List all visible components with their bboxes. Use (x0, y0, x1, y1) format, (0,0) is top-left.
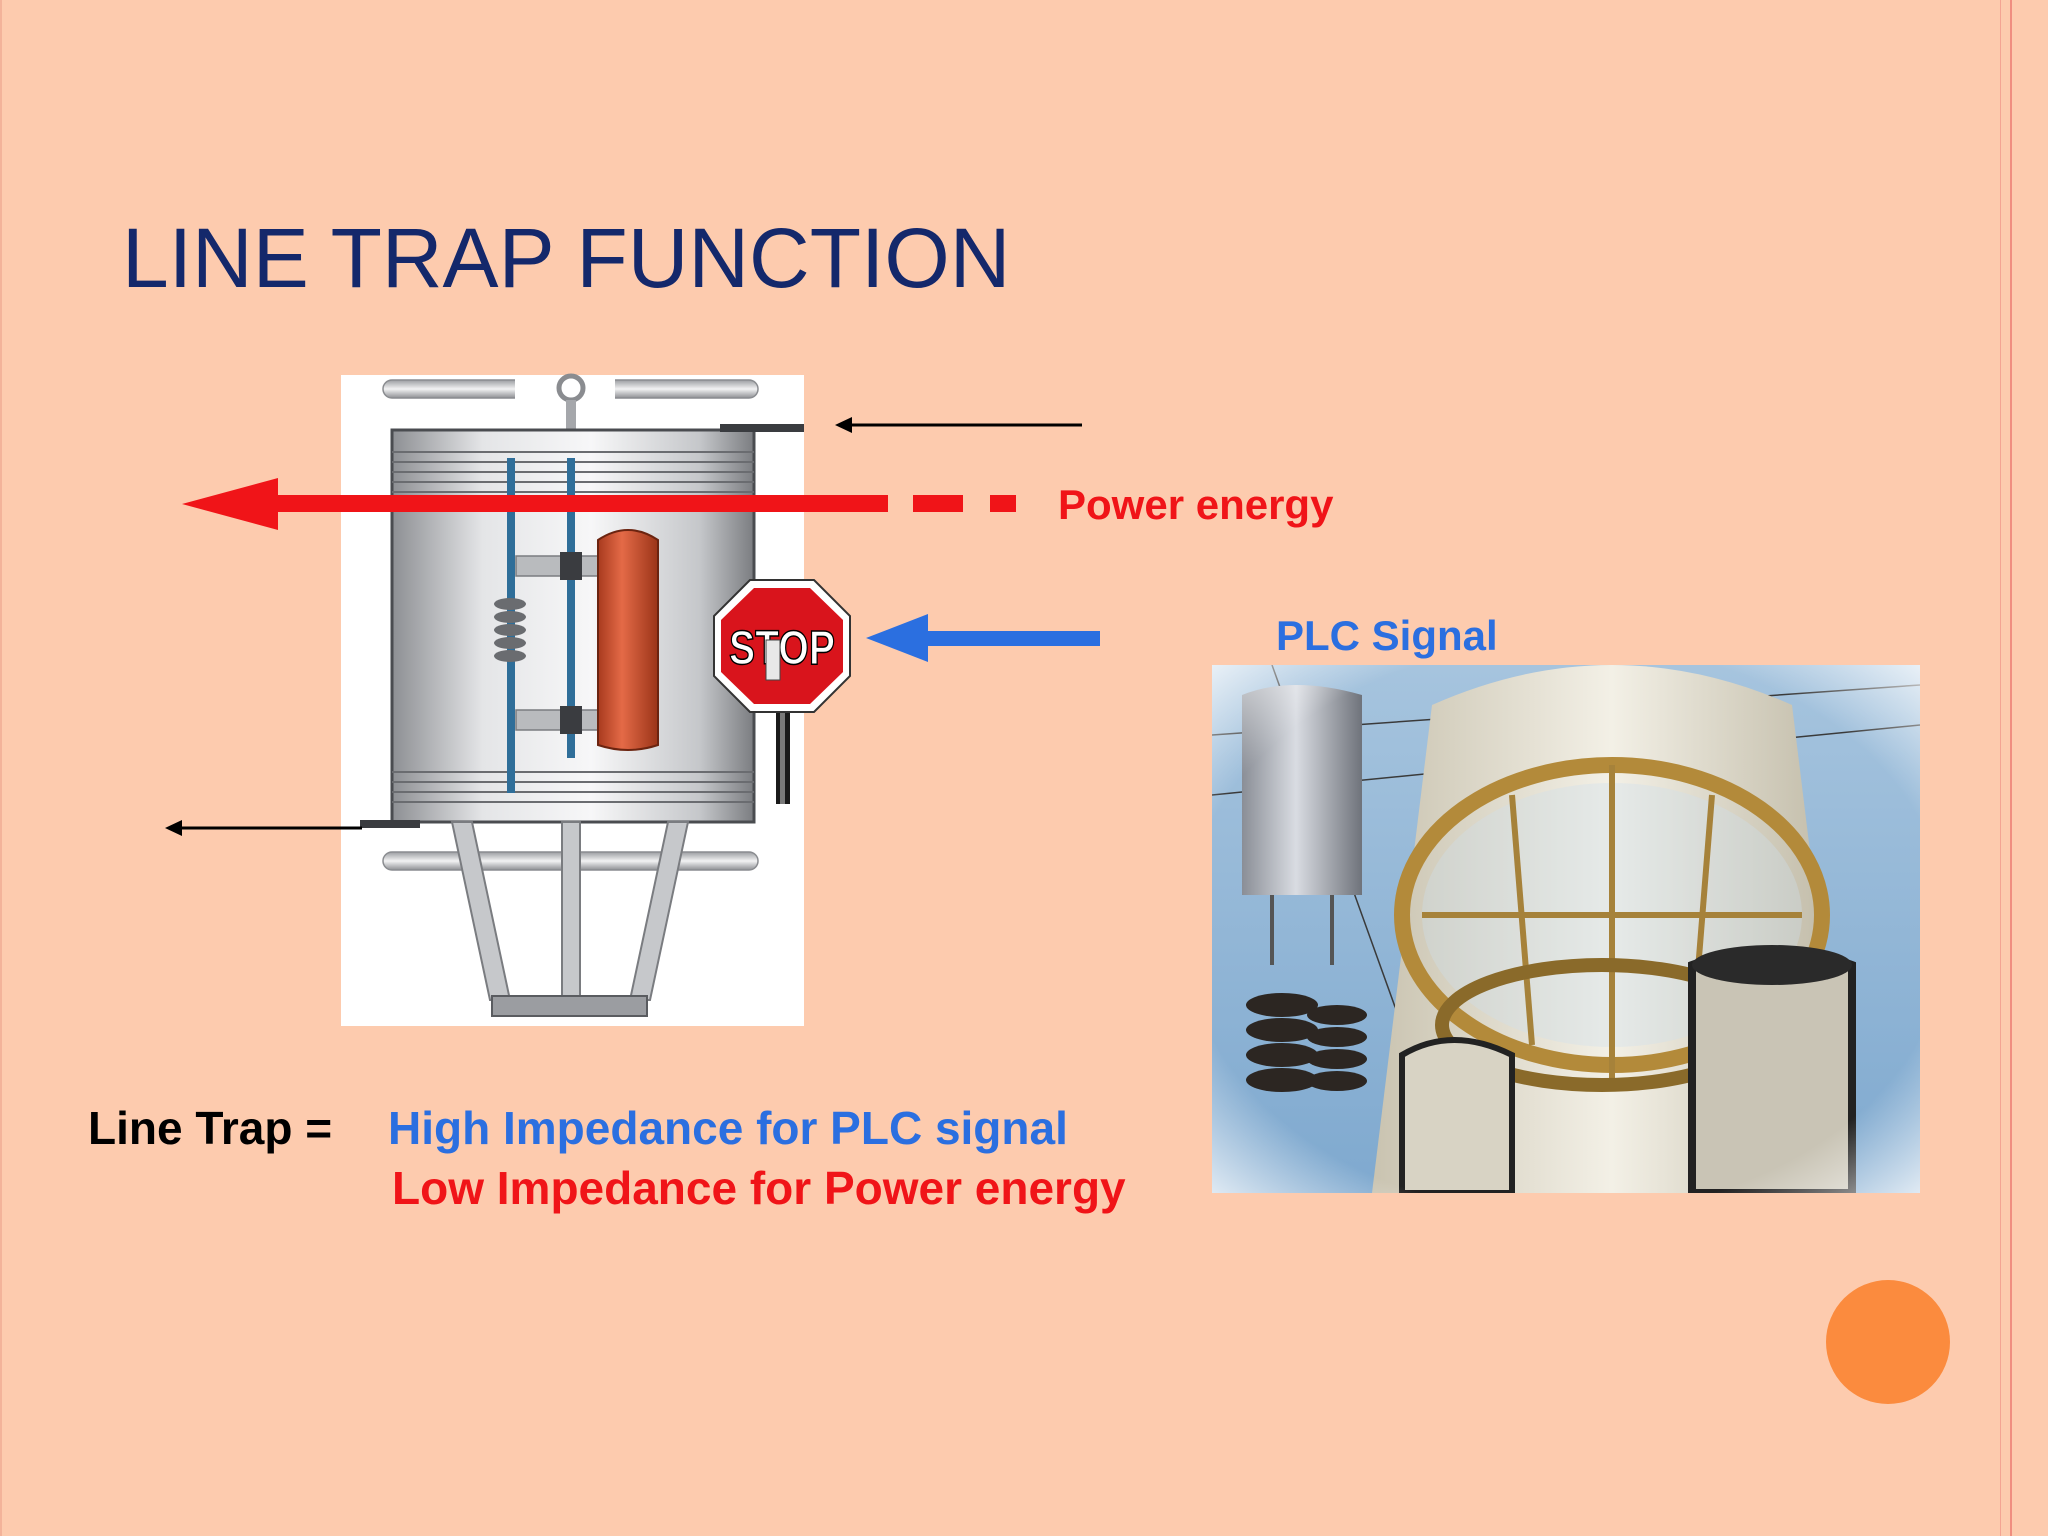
high-impedance-text: High Impedance for PLC signal (388, 1102, 1068, 1154)
line-trap-photo (1212, 665, 1920, 1193)
power-arrow-dash-1 (913, 495, 963, 512)
arrester-coil (494, 598, 526, 662)
equation-lhs: Line Trap = (88, 1102, 333, 1154)
line-trap-diagram: STOP (165, 373, 1100, 1026)
plc-arrow-shaft (920, 631, 1100, 646)
capacitor (597, 529, 659, 751)
base-plate (491, 995, 648, 1017)
top-terminal (720, 424, 804, 432)
left-border-line (0, 0, 2, 1536)
right-border-stripe-inner (2000, 0, 2001, 1536)
plc-signal-label: PLC Signal (1276, 612, 1498, 659)
power-arrow-head (182, 478, 278, 530)
power-arrow-shaft (270, 495, 888, 512)
accent-circle (1826, 1280, 1950, 1404)
stop-sign-icon: STOP (713, 579, 851, 804)
low-impedance-text: Low Impedance for Power energy (392, 1162, 1126, 1214)
page-title: LINE TRAP FUNCTION (122, 211, 1011, 305)
outgoing-arrow-head (165, 820, 182, 836)
right-border-stripe-outer (2010, 0, 2012, 1536)
bottom-terminal (360, 820, 420, 828)
svg-text:STOP: STOP (729, 622, 835, 675)
power-energy-label: Power energy (1058, 481, 1334, 528)
incoming-arrow-head (835, 417, 852, 433)
power-arrow-dash-2 (990, 495, 1016, 512)
plc-arrow-head (866, 614, 928, 662)
